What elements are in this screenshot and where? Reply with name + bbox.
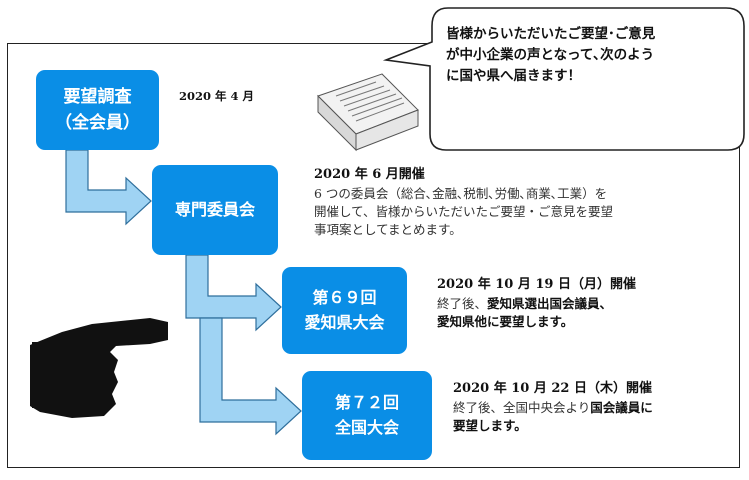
step-box-national-convention: 第７２回 全国大会 xyxy=(302,371,432,460)
step3-body-line1: 終了後、愛知県選出国会議員、 xyxy=(437,295,636,313)
step4-body-bold2: 要望します。 xyxy=(453,417,527,433)
bubble-line3: に国や県へ届きます！ xyxy=(446,67,581,84)
step2-body-line1: 6 つの委員会（総合､金融､税制､労働､商業､工業）を xyxy=(314,185,608,201)
step3-body-prefix: 終了後、 xyxy=(437,295,488,311)
step4-body-prefix: 終了後、全国中央会より xyxy=(453,399,591,415)
step-box-label-line1: 専門委員会 xyxy=(174,199,255,219)
step4-body-bold1: 国会議員に xyxy=(590,399,653,415)
step-box-label-line2: （全会員） xyxy=(55,113,140,133)
bubble-line1: 皆様からいただいたご要望･ご意見 xyxy=(446,26,656,42)
step2-description: 2020 年 6 月開催 6 つの委員会（総合､金融､税制､労働､商業､工業）を… xyxy=(314,166,613,239)
bubble-message: 皆様からいただいたご要望･ご意見 が中小企業の声となって､次のよう に国や県へ届… xyxy=(446,24,742,87)
bubble-line2: が中小企業の声となって､次のよう xyxy=(446,46,655,63)
step3-body-line2: 愛知県他に要望します。 xyxy=(437,313,636,331)
step4-body-line1: 終了後、全国中央会より国会議員に xyxy=(453,399,653,417)
step2-body-line3: 事項案としてまとめます。 xyxy=(314,222,462,238)
step4-body-line2: 要望します。 xyxy=(453,417,653,435)
step-box-label-line1: 第７２回 xyxy=(334,392,399,412)
step-box-aichi-convention: 第６９回 愛知県大会 xyxy=(282,267,407,354)
step-box-committee: 専門委員会 xyxy=(152,165,278,255)
step4-description: 2020 年 10 月 22 日（木）開催 終了後、全国中央会より国会議員に 要… xyxy=(453,380,653,435)
step-box-label-line1: 第６９回 xyxy=(312,287,377,307)
diagram-frame xyxy=(7,43,740,468)
step-box-label-line2: 全国大会 xyxy=(334,417,399,437)
step2-heading: 2020 年 6 月開催 xyxy=(314,167,425,182)
step-box-label-line2: 愛知県大会 xyxy=(304,312,385,332)
step2-body-line2: 開催して、皆様からいただいたご要望・ご意見を要望 xyxy=(314,203,614,219)
step3-heading: 2020 年 10 月 19 日（月）開催 xyxy=(437,277,636,292)
step3-description: 2020 年 10 月 19 日（月）開催 終了後、愛知県選出国会議員、 愛知県… xyxy=(437,276,636,331)
step-box-survey: 要望調査 （全会員） xyxy=(36,70,159,150)
step3-body-bold1: 愛知県選出国会議員、 xyxy=(487,295,613,311)
step3-body-bold2: 愛知県他に要望します。 xyxy=(437,313,574,329)
arrow-step3-to-step4 xyxy=(199,317,302,436)
arrow-step1-to-step2 xyxy=(65,149,152,226)
step-box-label-line1: 要望調査 xyxy=(63,86,132,107)
step4-heading: 2020 年 10 月 22 日（木）開催 xyxy=(453,381,652,396)
step1-date: 2020 年 4 月 xyxy=(179,89,255,103)
